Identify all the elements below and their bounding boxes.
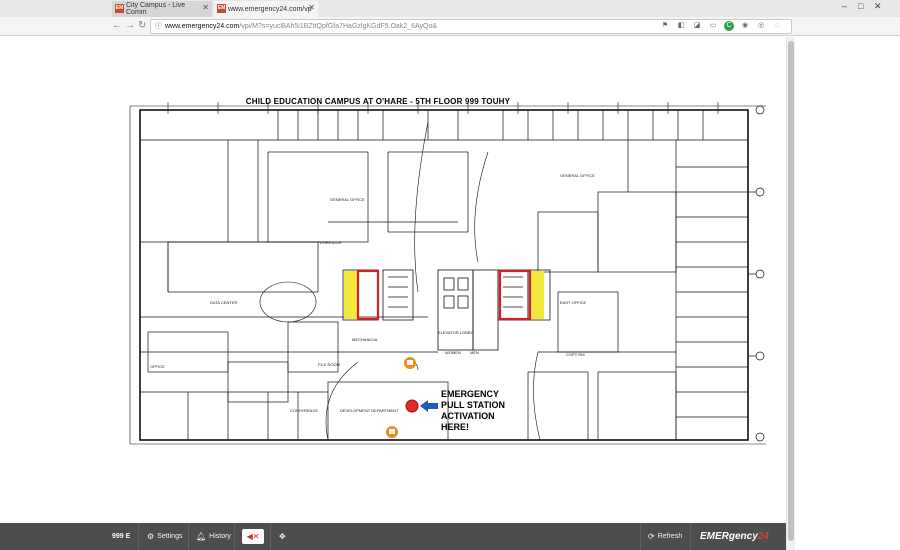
stairwell-red-outline bbox=[498, 269, 532, 321]
page-margin bbox=[795, 37, 900, 550]
bottom-toolbar: 999 E ⚙ Settings 🔔︎ History ◀✕ ✥ ⟳ Refre… bbox=[0, 523, 786, 550]
room-label: WOMEN bbox=[445, 350, 461, 355]
room-label: GENERAL OFFICE bbox=[560, 173, 595, 178]
stairwell-highlight bbox=[344, 271, 358, 319]
tab-label: City Campus - Live Comm bbox=[126, 2, 186, 16]
tab-emergency24[interactable]: EM www.emergency24.com/vp ✕ bbox=[214, 1, 318, 17]
move-arrows-icon: ✥ bbox=[279, 532, 286, 541]
chat-icon[interactable]: ◌ bbox=[774, 22, 780, 29]
site-label: 999 E bbox=[112, 533, 131, 540]
minimize-icon[interactable]: – bbox=[842, 1, 848, 11]
reload-icon[interactable]: ↻ bbox=[138, 20, 147, 31]
room-label: CORRIDOR bbox=[320, 240, 342, 245]
callout-line: EMERGENCY bbox=[441, 389, 500, 399]
browser-tab-bar: EM City Campus - Live Comm ✕ EM www.emer… bbox=[0, 0, 900, 17]
brand-text: EMERgency bbox=[700, 531, 758, 542]
pull-station-callout: EMERGENCY PULL STATION ACTIVATION HERE! bbox=[441, 389, 505, 433]
room-label: MECHANICAL bbox=[352, 337, 379, 342]
address-toolbar: ← → ↻ ⓘ www.emergency24.com/vpi/M?s=yucl… bbox=[0, 17, 900, 36]
stairwell-red-outline bbox=[356, 269, 380, 321]
callout-line: PULL STATION bbox=[441, 400, 505, 410]
room-label: DEVELOPMENT DEPARTMENT bbox=[340, 408, 399, 413]
tab-close-icon[interactable]: ✕ bbox=[202, 3, 209, 12]
room-label: OFFICE bbox=[150, 364, 165, 369]
divider bbox=[188, 523, 189, 550]
room-label: MEN bbox=[470, 350, 479, 355]
bell-icon: 🔔︎ bbox=[196, 532, 207, 541]
callout-line: ACTIVATION bbox=[441, 411, 495, 421]
scrollbar-thumb[interactable] bbox=[788, 41, 794, 541]
tab-close-icon[interactable]: ✕ bbox=[308, 3, 315, 12]
mute-button[interactable]: ◀✕ bbox=[242, 529, 264, 544]
refresh-button[interactable]: ⟳ Refresh bbox=[648, 523, 682, 550]
history-button[interactable]: 🔔︎ History bbox=[196, 523, 231, 550]
divider bbox=[270, 523, 271, 550]
extension-icon[interactable]: ◉ bbox=[741, 22, 749, 29]
vertical-scrollbar[interactable] bbox=[786, 37, 795, 550]
move-button[interactable]: ✥ bbox=[279, 523, 289, 550]
room-label: CONFERENCE bbox=[290, 408, 319, 413]
extension-icon[interactable]: ◪ bbox=[693, 22, 701, 29]
alarm-marker-icon bbox=[405, 399, 419, 413]
info-icon[interactable]: ⓘ bbox=[155, 23, 162, 30]
room-label: GENERAL OFFICE bbox=[330, 197, 365, 202]
history-label: History bbox=[209, 533, 231, 540]
back-arrow-icon[interactable]: ← bbox=[112, 20, 122, 31]
em-favicon-icon: EM bbox=[217, 4, 226, 13]
room-label: COPY RM bbox=[566, 352, 585, 357]
room-label: FILE ROOM bbox=[318, 362, 341, 367]
stairwell-highlight bbox=[530, 271, 544, 319]
room-label: DATA CENTER bbox=[210, 300, 238, 305]
settings-label: Settings bbox=[157, 533, 183, 540]
url-path: /vpi/M?s=yucl8Ah5i1BZttQpfGfa7HaGzlgKGdF… bbox=[239, 23, 438, 30]
cast-icon[interactable]: ▭ bbox=[709, 22, 717, 29]
window-close-icon[interactable]: ✕ bbox=[874, 1, 882, 11]
bookmark-icon[interactable]: ⚑ bbox=[661, 22, 669, 29]
divider bbox=[640, 523, 641, 550]
brand-number: 24 bbox=[757, 531, 769, 542]
floor-plan-drawing bbox=[129, 102, 766, 445]
page-viewport bbox=[0, 37, 900, 523]
extension-icon[interactable]: ◧ bbox=[677, 22, 685, 29]
forward-arrow-icon[interactable]: → bbox=[125, 20, 135, 31]
room-label: EAST OFFICE bbox=[560, 300, 587, 305]
divider bbox=[690, 523, 691, 550]
arrow-left-icon bbox=[420, 400, 438, 412]
extension-icon[interactable]: ◎ bbox=[757, 22, 765, 29]
divider bbox=[138, 523, 139, 550]
extension-green-icon[interactable]: C bbox=[724, 21, 734, 31]
callout-line: HERE! bbox=[441, 422, 470, 432]
refresh-label: Refresh bbox=[657, 533, 683, 540]
tab-label: www.emergency24.com/vp bbox=[228, 5, 312, 13]
gear-icon: ⚙ bbox=[147, 532, 155, 541]
url-input[interactable]: ⓘ www.emergency24.com/vpi/M?s=yucl8Ah5i1… bbox=[150, 19, 792, 34]
tab-city-campus[interactable]: EM City Campus - Live Comm ✕ bbox=[112, 1, 212, 17]
floor-plan-title: CHILD EDUCATION CAMPUS AT O'HARE - 5TH F… bbox=[245, 97, 511, 106]
room-label: ELEVATOR LOBBY bbox=[438, 330, 474, 335]
settings-button[interactable]: ⚙ Settings bbox=[147, 523, 182, 550]
speaker-mute-icon: ◀✕ bbox=[246, 532, 260, 541]
maximize-icon[interactable]: □ bbox=[858, 1, 864, 11]
divider bbox=[234, 523, 235, 550]
url-host: www.emergency24.com bbox=[165, 23, 240, 30]
refresh-icon: ⟳ bbox=[648, 532, 655, 541]
em-favicon-icon: EM bbox=[115, 4, 124, 13]
